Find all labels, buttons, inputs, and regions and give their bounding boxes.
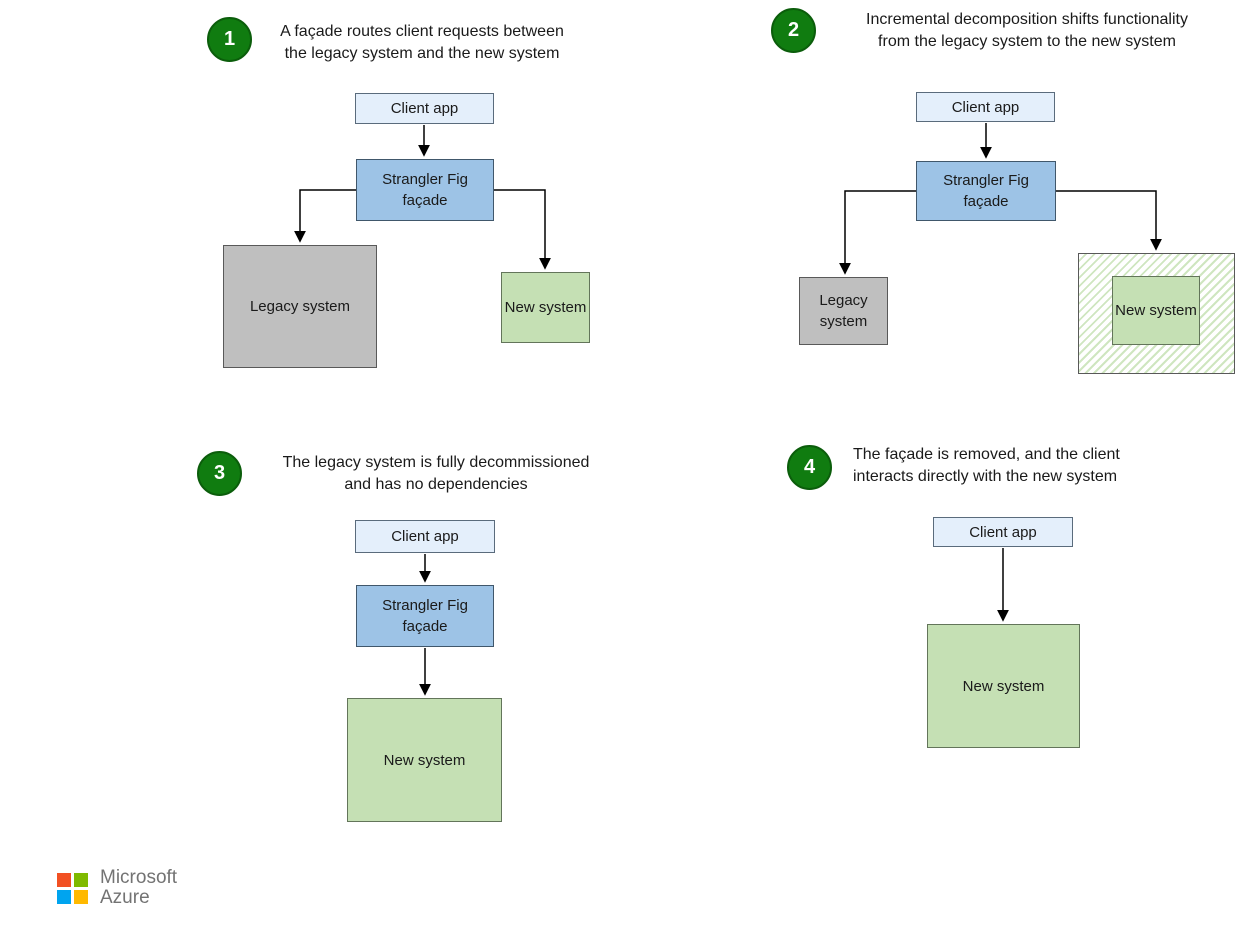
step-4-caption: The façade is removed, and the client in… — [853, 444, 1183, 488]
step-2-badge: 2 — [771, 8, 816, 53]
logo-square-red — [57, 872, 71, 887]
new-system-box: New system — [347, 698, 502, 822]
logo-square-green — [74, 872, 88, 887]
client-app-box: Client app — [355, 93, 494, 124]
microsoft-logo-icon — [57, 872, 88, 904]
step-2-caption-line1: Incremental decomposition shifts functio… — [866, 11, 1188, 28]
step-1-caption: A façade routes client requests between … — [242, 21, 602, 65]
client-app-box: Client app — [933, 517, 1073, 547]
new-system-box: New system — [1112, 276, 1200, 345]
client-app-box: Client app — [916, 92, 1055, 122]
step-4-badge: 4 — [787, 445, 832, 490]
step-3-caption: The legacy system is fully decommissione… — [256, 452, 616, 496]
legacy-system-box: Legacy system — [799, 277, 888, 345]
logo-text-microsoft: Microsoft — [100, 867, 178, 888]
logo-text-azure: Azure — [100, 887, 150, 908]
client-app-box: Client app — [355, 520, 495, 553]
step-2-caption-line2: from the legacy system to the new system — [878, 33, 1176, 50]
new-system-box: New system — [501, 272, 590, 343]
step-3-caption-line2: and has no dependencies — [344, 476, 528, 493]
step-1-caption-line1: A façade routes client requests between — [280, 23, 564, 40]
microsoft-azure-logo: Microsoft Azure — [57, 868, 177, 908]
strangler-fig-facade-box: Strangler Fig façade — [916, 161, 1056, 221]
logo-square-yellow — [74, 889, 88, 904]
strangler-fig-facade-box: Strangler Fig façade — [356, 159, 494, 221]
step-1-badge: 1 — [207, 17, 252, 62]
strangler-fig-facade-box: Strangler Fig façade — [356, 585, 494, 647]
step-4-caption-line2: interacts directly with the new system — [853, 468, 1118, 485]
step-3-badge: 3 — [197, 451, 242, 496]
new-system-box: New system — [927, 624, 1080, 748]
step-2-caption: Incremental decomposition shifts functio… — [832, 9, 1222, 53]
logo-wordmark: Microsoft Azure — [100, 868, 177, 908]
step-4-caption-line1: The façade is removed, and the client — [853, 446, 1120, 463]
logo-square-blue — [57, 889, 71, 904]
step-3-caption-line1: The legacy system is fully decommissione… — [282, 454, 590, 471]
legacy-system-box: Legacy system — [223, 245, 377, 368]
step-1-caption-line2: the legacy system and the new system — [284, 45, 560, 62]
